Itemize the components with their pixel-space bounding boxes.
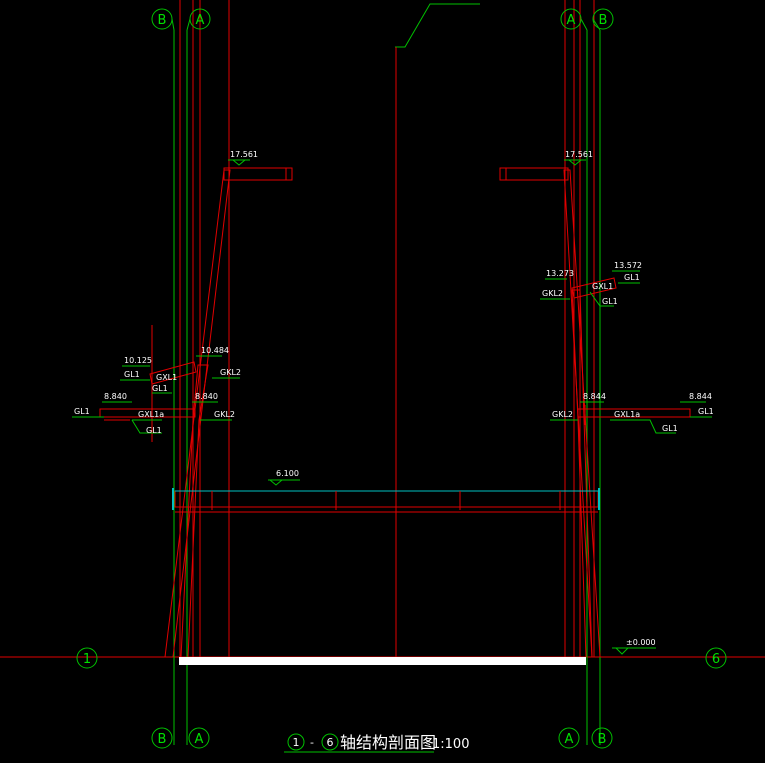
bubble-label: A — [567, 13, 576, 28]
tag-gl1: GL1 — [146, 426, 162, 435]
right-upper-beam — [571, 277, 617, 299]
tag-gkl2: GKL2 — [220, 368, 241, 377]
bubble-tick — [171, 18, 175, 31]
elev-top-left: 17.561 — [230, 150, 258, 159]
elev-bridge: 6.100 — [276, 469, 299, 478]
tag-gl1: GL1 — [662, 424, 678, 433]
bubble-a-bottom-left — [188, 727, 210, 749]
left-mid-beam — [149, 361, 197, 385]
tag-gxl1: GXL1 — [156, 373, 177, 382]
left-structure — [99, 167, 293, 658]
elev-right-upper-a: 13.273 — [546, 269, 574, 278]
bubble-a-bottom-right — [558, 727, 580, 749]
left-leg-inner — [180, 364, 209, 658]
elev-left-low-b: 8.840 — [195, 392, 218, 401]
level-marks — [72, 159, 712, 655]
bubble-label: A — [196, 13, 205, 28]
title-circle-6 — [321, 733, 339, 751]
right-low-beam — [577, 408, 691, 418]
elev-ground: ±0.000 — [626, 638, 656, 647]
level-triangle — [268, 479, 284, 486]
tag-gkl2: GKL2 — [552, 410, 573, 419]
tag-gkl2: GKL2 — [542, 289, 563, 298]
bubble-label: A — [195, 732, 204, 747]
tag-gxl1a: GXL1a — [614, 410, 640, 419]
title-sep: - — [310, 736, 314, 749]
member-labels: GL1 GXL1a GL1 GL1 GXL1 GL1 GKL2 GKL2 GKL… — [74, 273, 714, 435]
tag-gl1: GL1 — [698, 407, 714, 416]
tag-gl1: GL1 — [152, 384, 168, 393]
tag-gl1: GL1 — [624, 273, 640, 282]
elev-top-right: 17.561 — [565, 150, 593, 159]
tag-gl1: GL1 — [124, 370, 140, 379]
bubble-6 — [705, 647, 727, 669]
bridge-deck — [172, 488, 600, 513]
tag-gxl1: GXL1 — [592, 282, 613, 291]
bubble-b-bottom-left — [151, 727, 173, 749]
tag-gl1: GL1 — [74, 407, 90, 416]
bubble-tick — [186, 18, 191, 31]
bubble-1 — [76, 647, 98, 669]
elev-left-low-a: 8.840 — [104, 392, 127, 401]
bubble-label: A — [565, 732, 574, 747]
left-low-beam — [99, 408, 196, 418]
level-triangle — [614, 647, 630, 655]
tag-leader — [131, 419, 162, 434]
elev-left-mid-b: 10.484 — [201, 346, 229, 355]
bubble-label: B — [599, 13, 608, 28]
drawing-title: 1 - 6 轴结构剖面图 1:100 — [284, 733, 469, 753]
tag-leader — [589, 291, 614, 307]
elevation-labels: 17.561 17.561 13.273 13.572 10.125 10.48… — [104, 150, 712, 647]
elev-right-low-a: 8.844 — [583, 392, 606, 401]
tag-gl1: GL1 — [602, 297, 618, 306]
right-leg-inner — [571, 289, 593, 658]
tag-gkl2: GKL2 — [214, 410, 235, 419]
left-top-beam — [223, 167, 293, 181]
title-num-6: 6 — [327, 736, 334, 749]
elev-right-upper-b: 13.572 — [614, 261, 642, 270]
elev-left-mid-a: 10.125 — [124, 356, 152, 365]
bubble-tick — [580, 18, 588, 31]
title-num-1: 1 — [293, 736, 300, 749]
bridge-body — [174, 490, 599, 508]
bubble-b-bottom-right — [591, 727, 613, 749]
title-text: 轴结构剖面图 — [340, 733, 436, 752]
level-triangle — [567, 159, 583, 166]
bubble-label: B — [158, 732, 167, 747]
right-top-beam — [499, 167, 569, 181]
floor-slab — [179, 657, 586, 665]
right-structure — [499, 167, 691, 658]
elev-right-low-b: 8.844 — [689, 392, 712, 401]
bubble-label: 6 — [712, 652, 720, 667]
grid-bubbles: B A A B B A A B 1 6 — [76, 8, 727, 749]
title-circle-1 — [287, 733, 305, 751]
level-triangle — [231, 159, 247, 166]
tag-gxl1a: GXL1a — [138, 410, 164, 419]
bubble-label: B — [598, 732, 607, 747]
bubble-label: B — [158, 13, 167, 28]
bubble-tick — [592, 18, 601, 31]
bubble-label: 1 — [83, 652, 91, 667]
top-leader — [395, 3, 480, 48]
title-scale: 1:100 — [432, 737, 469, 752]
tag-leader — [610, 419, 676, 434]
